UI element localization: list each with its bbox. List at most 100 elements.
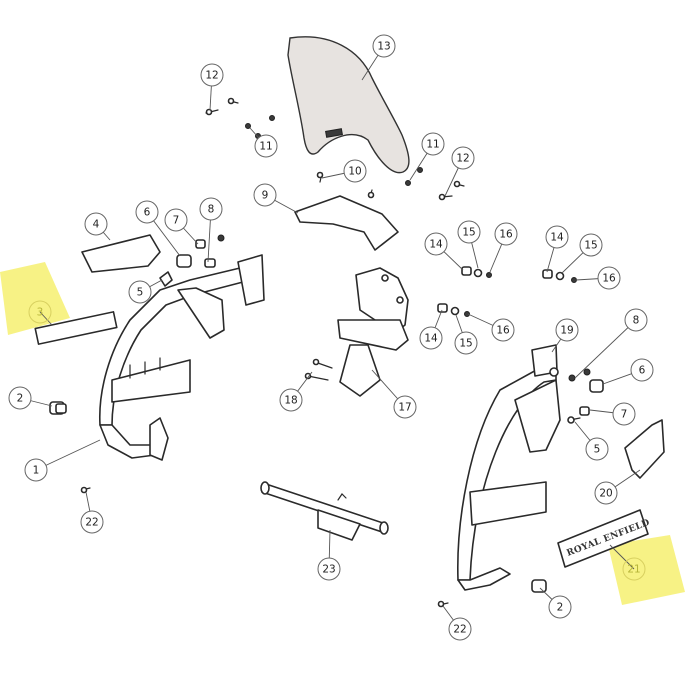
callout-11: 11 — [254, 134, 278, 158]
callout-circle — [624, 308, 648, 332]
callout-7: 7 — [164, 208, 188, 232]
callout-number: 14 — [424, 333, 438, 345]
callout-circle — [597, 266, 621, 290]
callout-number: 15 — [584, 240, 597, 252]
hardware-6-7-8-left — [176, 234, 225, 268]
callout-number: 1 — [33, 465, 40, 477]
bolt-22-left — [80, 486, 91, 494]
callout-number: 15 — [459, 338, 472, 350]
callout-number: 18 — [284, 395, 297, 407]
callout-22: 22 — [448, 617, 472, 641]
callout-2: 2 — [548, 595, 572, 619]
callout-16: 16 — [494, 222, 518, 246]
callout-number: 19 — [560, 325, 573, 337]
callout-number: 2 — [557, 602, 564, 614]
callout-9: 9 — [253, 183, 277, 207]
panel-20 — [624, 419, 665, 479]
callout-5: 5 — [128, 280, 152, 304]
callout-number: 13 — [377, 41, 390, 53]
panel-4 — [81, 234, 161, 273]
callout-circle — [548, 595, 572, 619]
callout-number: 6 — [144, 207, 151, 219]
callout-3: 3 — [28, 300, 52, 324]
callout-19: 19 — [555, 318, 579, 342]
callout-6: 6 — [630, 358, 654, 382]
callout-14: 14 — [419, 326, 443, 350]
plate-3 — [34, 311, 118, 345]
callout-number: 22 — [453, 624, 466, 636]
callout-circle — [135, 200, 159, 224]
callout-circle — [199, 197, 223, 221]
callout-circle — [448, 617, 472, 641]
callout-circle — [585, 437, 609, 461]
callout-number: 22 — [85, 517, 98, 529]
callout-circle — [424, 232, 448, 256]
callout-12: 12 — [451, 146, 475, 170]
callout-circle — [84, 212, 108, 236]
callout-number: 17 — [398, 402, 411, 414]
callout-17: 17 — [393, 395, 417, 419]
callout-number: 14 — [550, 232, 564, 244]
callout-18: 18 — [279, 388, 303, 412]
callout-number: 5 — [137, 287, 144, 299]
callout-circle — [457, 220, 481, 244]
callout-number: 5 — [594, 444, 601, 456]
callout-number: 23 — [322, 564, 335, 576]
callout-7: 7 — [612, 402, 636, 426]
callout-4: 4 — [84, 212, 108, 236]
callout-circle — [491, 318, 515, 342]
callout-number: 11 — [426, 139, 439, 151]
bracket-9 — [294, 195, 399, 251]
knob-2-left — [49, 401, 67, 415]
leader-line-8 — [574, 319, 637, 379]
callout-16: 16 — [597, 266, 621, 290]
hardware-right — [437, 368, 604, 608]
callout-6: 6 — [135, 200, 159, 224]
callout-circle — [372, 34, 396, 58]
callout-5: 5 — [585, 437, 609, 461]
callout-number: 9 — [262, 190, 269, 202]
callout-circle — [630, 358, 654, 382]
callout-circle — [279, 388, 303, 412]
callout-number: 11 — [259, 141, 272, 153]
callout-circle — [622, 557, 646, 581]
callout-circle — [200, 63, 224, 87]
callout-circle — [594, 481, 618, 505]
bar-23 — [260, 481, 389, 541]
crash-guard-left-1 — [98, 254, 265, 461]
callout-number: 15 — [462, 227, 475, 239]
callout-23: 23 — [317, 557, 341, 581]
callout-circle — [393, 395, 417, 419]
callout-circle — [454, 331, 478, 355]
callout-circle — [317, 557, 341, 581]
callout-circle — [343, 159, 367, 183]
callout-11: 11 — [421, 132, 445, 156]
hardware-14-15-16-top — [461, 266, 492, 278]
callout-number: 16 — [602, 273, 616, 285]
callout-circle — [24, 458, 48, 482]
callout-circle — [494, 222, 518, 246]
callout-14: 14 — [424, 232, 448, 256]
callout-13: 13 — [372, 34, 396, 58]
bolts-12-11-right — [405, 167, 465, 201]
callout-15: 15 — [454, 331, 478, 355]
callout-16: 16 — [491, 318, 515, 342]
callout-number: 7 — [621, 409, 628, 421]
callout-14: 14 — [545, 225, 569, 249]
leader-line-1 — [35, 439, 101, 471]
callout-8: 8 — [624, 308, 648, 332]
bolts-10 — [316, 171, 375, 199]
leader-line-3 — [39, 311, 53, 326]
callout-number: 7 — [173, 215, 180, 227]
highlight-part-21 — [608, 535, 685, 605]
callout-circle — [28, 300, 52, 324]
callout-number: 16 — [496, 325, 510, 337]
callout-circle — [253, 183, 277, 207]
center-mount-17 — [337, 267, 409, 397]
callout-number: 3 — [37, 307, 44, 319]
callout-22: 22 — [80, 510, 104, 534]
callout-8: 8 — [199, 197, 223, 221]
callout-number: 20 — [599, 488, 612, 500]
